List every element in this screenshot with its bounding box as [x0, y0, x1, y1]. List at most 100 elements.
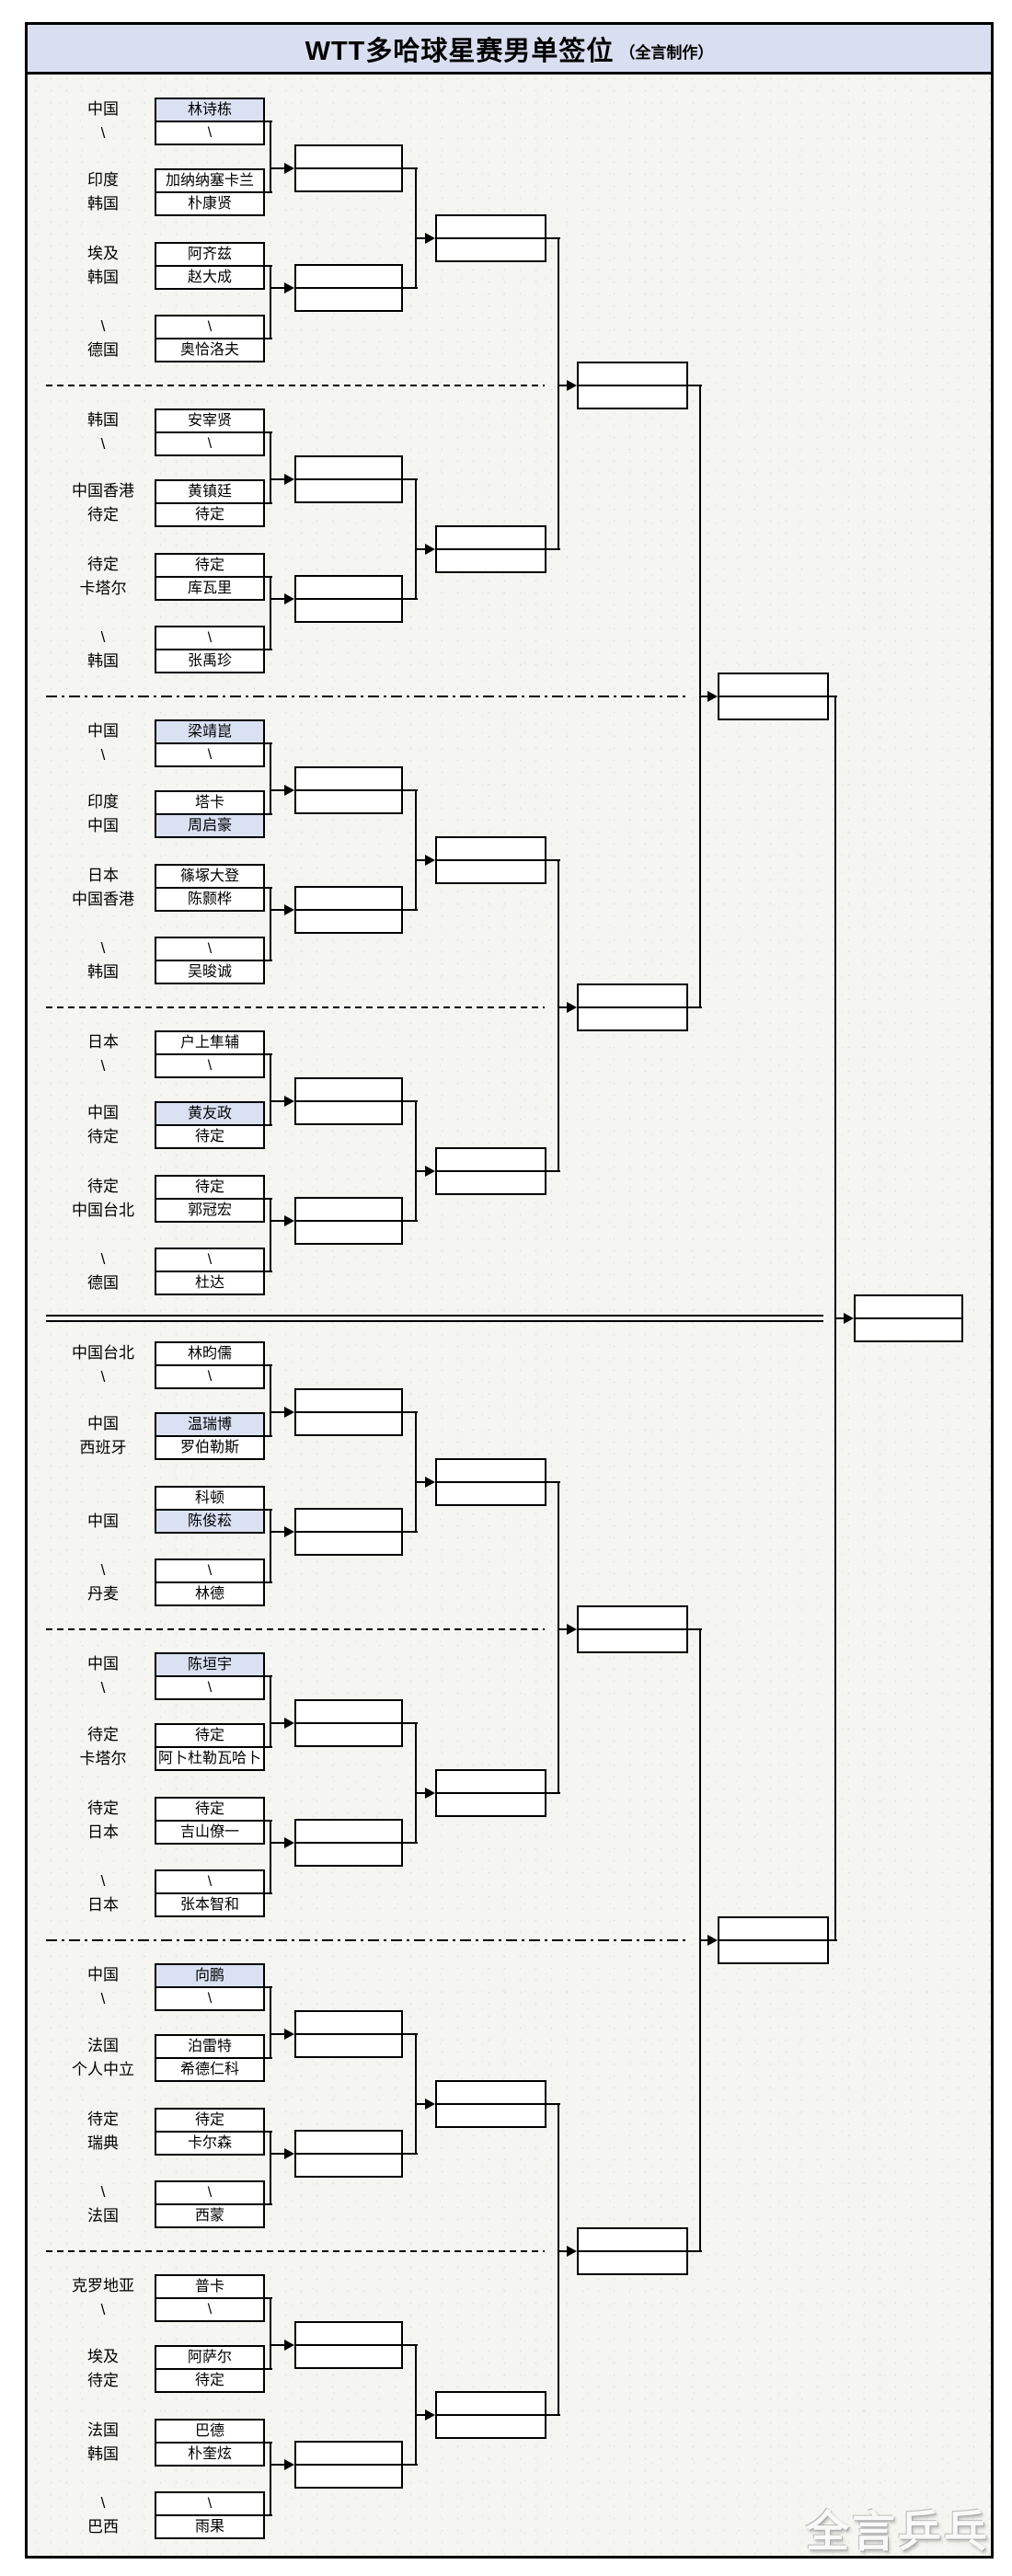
- connector-line: [270, 1364, 271, 1437]
- connector-line: [270, 1198, 271, 1272]
- player-cell: \: [156, 1871, 263, 1894]
- connector-line: [265, 1198, 272, 1200]
- connector-line: [270, 1820, 271, 1894]
- player-cell: 待定: [194, 2373, 224, 2388]
- connector-line: [416, 548, 426, 550]
- connector-line: [558, 385, 568, 386]
- connector-line: [829, 696, 837, 697]
- country-label: 卡塔尔: [79, 580, 127, 597]
- third-round-box: [435, 1458, 546, 1506]
- player-cell: 周启豪: [156, 815, 263, 836]
- connector-line: [270, 2131, 271, 2205]
- second-round-box: [294, 2321, 403, 2369]
- section-divider: [46, 696, 690, 697]
- connector-line: [416, 1792, 426, 1794]
- first-round-match-box: 待定卡尔森: [155, 2108, 265, 2156]
- country-label: \: [100, 1250, 106, 1268]
- third-round-box: [435, 1147, 546, 1195]
- connector-line: [416, 2103, 426, 2105]
- winner-slot: [296, 2443, 401, 2466]
- connector-line: [546, 1792, 560, 1794]
- connector-line: [403, 1842, 418, 1844]
- connector-line: [265, 1509, 272, 1511]
- player-cell: \: [207, 2302, 213, 2317]
- connector-line: [835, 1317, 845, 1319]
- player-cell: 科顿: [156, 1488, 263, 1511]
- winner-slot: [437, 2393, 545, 2416]
- player-cell: \: [207, 1680, 213, 1696]
- player-cell: \: [156, 316, 263, 339]
- second-round-box: [294, 264, 403, 312]
- winner-slot: [296, 577, 401, 600]
- connector-line: [265, 1124, 272, 1126]
- connector-line: [265, 2442, 272, 2444]
- page-title: WTT多哈球星赛男单签位: [305, 36, 615, 66]
- player-cell: 加纳纳塞卡兰: [156, 170, 263, 193]
- first-round-match-box: 待定库瓦里: [155, 553, 265, 601]
- connector-line: [270, 431, 271, 504]
- connector-line: [403, 909, 418, 911]
- first-round-match-box: \奥恰洛夫: [155, 315, 265, 362]
- connector-line: [265, 1364, 272, 1366]
- country-label: 中国: [87, 1966, 119, 1984]
- winner-slot: [437, 1794, 545, 1815]
- player-cell: 朴奎炫: [187, 2446, 232, 2462]
- country-label: 克罗地亚: [72, 2277, 134, 2294]
- second-round-box: [294, 2441, 403, 2489]
- country-label: 西班牙: [79, 1439, 127, 1456]
- connector-line: [415, 478, 417, 600]
- country-label: 中国: [87, 1512, 119, 1530]
- country-label: 韩国: [87, 2445, 119, 2463]
- second-round-box: [294, 455, 403, 503]
- player-cell: 杜达: [194, 1275, 224, 1291]
- connector-line: [403, 1722, 418, 1724]
- country-label: 日本: [87, 1896, 119, 1914]
- connector-line: [265, 1435, 272, 1437]
- winner-slot: [579, 1630, 686, 1651]
- section-divider: [46, 2250, 545, 2252]
- player-cell: 卡尔森: [187, 2135, 232, 2151]
- winner-slot: [296, 1821, 401, 1844]
- connector-line: [546, 859, 560, 861]
- player-cell: 雨果: [194, 2519, 224, 2535]
- connector-line: [265, 649, 272, 650]
- first-round-match-box: 科顿陈俊菘: [155, 1486, 265, 1534]
- third-round-box: [435, 2391, 546, 2439]
- connector-line: [415, 1411, 417, 1533]
- winner-slot: [437, 216, 545, 239]
- player-cell: \: [156, 1249, 263, 1272]
- winner-slot: [296, 1844, 401, 1865]
- player-cell: 泊雷特: [156, 2036, 263, 2059]
- advance-arrow-icon: [284, 785, 294, 796]
- connector-line: [415, 167, 417, 289]
- connector-line: [265, 2368, 272, 2370]
- section-divider: [46, 1315, 823, 1322]
- second-round-box: [294, 1819, 403, 1867]
- connector-line: [546, 548, 560, 550]
- advance-arrow-icon: [844, 1313, 854, 1324]
- player-cell: 陈俊菘: [156, 1511, 263, 1532]
- country-label: 法国: [87, 2421, 119, 2439]
- country-label: \: [100, 2301, 106, 2318]
- winner-slot: [296, 600, 401, 621]
- connector-line: [270, 2344, 285, 2346]
- connector-line: [265, 338, 272, 339]
- country-label: 法国: [87, 2207, 119, 2225]
- connector-line: [403, 1220, 418, 1222]
- second-round-box: [294, 575, 403, 623]
- winner-slot: [856, 1296, 961, 1319]
- winner-slot: [296, 2035, 401, 2056]
- quarterfinal-box: [577, 983, 688, 1031]
- connector-line: [270, 1986, 271, 2059]
- player-cell: 张禹珍: [187, 653, 232, 669]
- country-label: \: [100, 1368, 106, 1386]
- winner-slot: [579, 2252, 686, 2273]
- connector-line: [270, 1220, 285, 1222]
- country-label: 印度: [87, 793, 119, 811]
- winner-slot: [437, 1771, 545, 1794]
- first-round-match-box: \吴晙诚: [155, 937, 265, 984]
- connector-line: [403, 1100, 418, 1102]
- country-label: 日本: [87, 867, 119, 884]
- player-cell: 朴康贤: [187, 196, 232, 212]
- winner-slot: [579, 363, 686, 386]
